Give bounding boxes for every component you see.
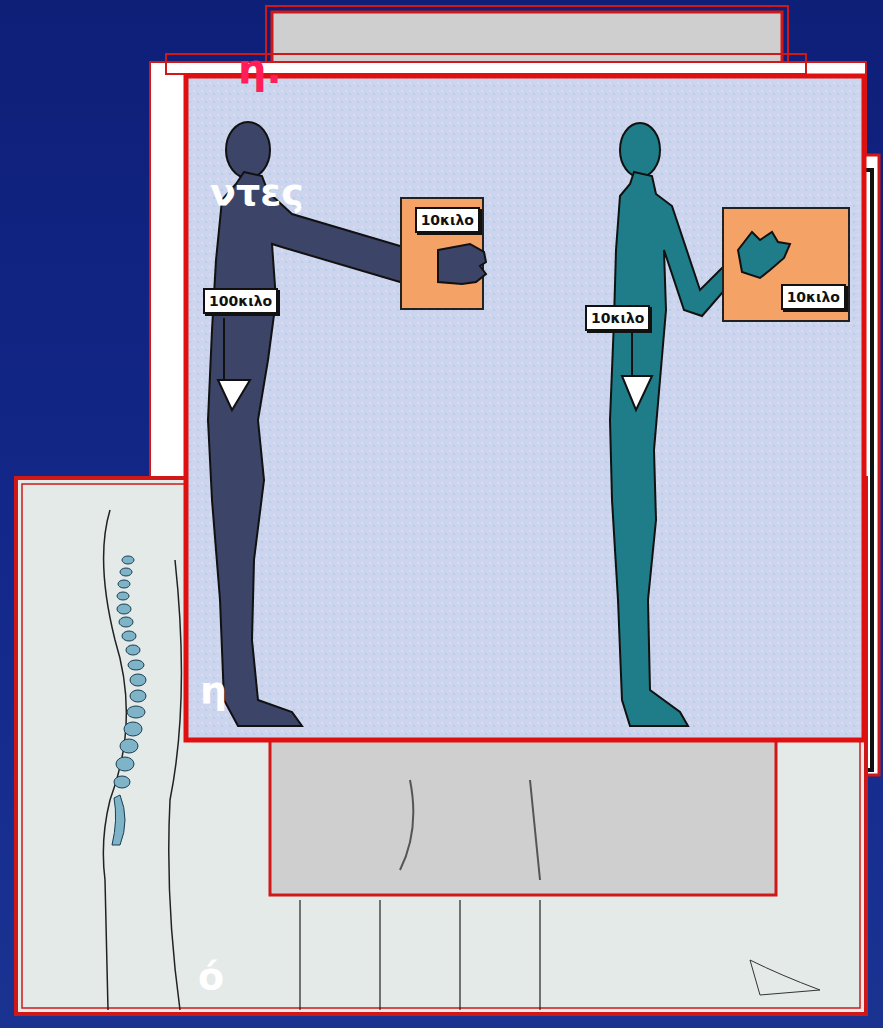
weight-text: 100κιλο <box>209 292 272 310</box>
weight-tag: 10κιλο <box>585 305 650 331</box>
slide-text: ντες <box>210 170 304 214</box>
weight-tag: 100κιλο <box>203 288 278 314</box>
weight-text: 10κιλο <box>591 309 644 327</box>
slide-text: η <box>200 668 227 712</box>
weight-tag: 10κιλο <box>415 207 480 233</box>
slide-text-heading: η. <box>238 46 282 92</box>
weight-box: 10κιλο <box>722 207 850 322</box>
weight-tag: 10κιλο <box>781 284 846 310</box>
weight-box: 10κιλο <box>400 197 484 310</box>
slide-text: ό <box>198 954 224 998</box>
